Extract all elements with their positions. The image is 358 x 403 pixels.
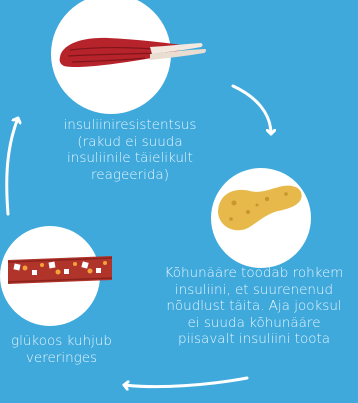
- arrow-to-pancreas: [233, 86, 271, 134]
- insulin-resistance-caption: insuliiniresistentsus (rakud ei suuda in…: [30, 117, 230, 183]
- blood-vessel-icon: [8, 256, 112, 284]
- caption-line: (rakud ei suuda: [30, 134, 230, 151]
- caption-line: ei suuda kõhunääre: [150, 315, 358, 332]
- caption-line: insuliiniresistentsus: [30, 117, 230, 134]
- caption-line: vereringes: [0, 350, 123, 367]
- glucose-caption: glükoos kuhjub vereringes: [0, 333, 123, 366]
- muscle-icon: [60, 38, 206, 67]
- caption-line: Kõhunääre toodab rohkem: [150, 265, 358, 282]
- pancreas-icon: [218, 186, 302, 231]
- caption-line: insuliinile täielikult: [30, 150, 230, 167]
- caption-line: glükoos kuhjub: [0, 333, 123, 350]
- caption-line: nõudlust täita. Aja jooksul: [150, 298, 358, 315]
- caption-line: piisavalt insuliini toota: [150, 331, 358, 348]
- arrow-to-glucose: [124, 378, 247, 387]
- caption-line: insuliini, et suurenenud: [150, 282, 358, 299]
- arrow-to-muscle: [7, 118, 18, 214]
- caption-line: reageerida): [30, 167, 230, 184]
- pancreas-caption: Kõhunääre toodab rohkem insuliini, et su…: [150, 265, 358, 348]
